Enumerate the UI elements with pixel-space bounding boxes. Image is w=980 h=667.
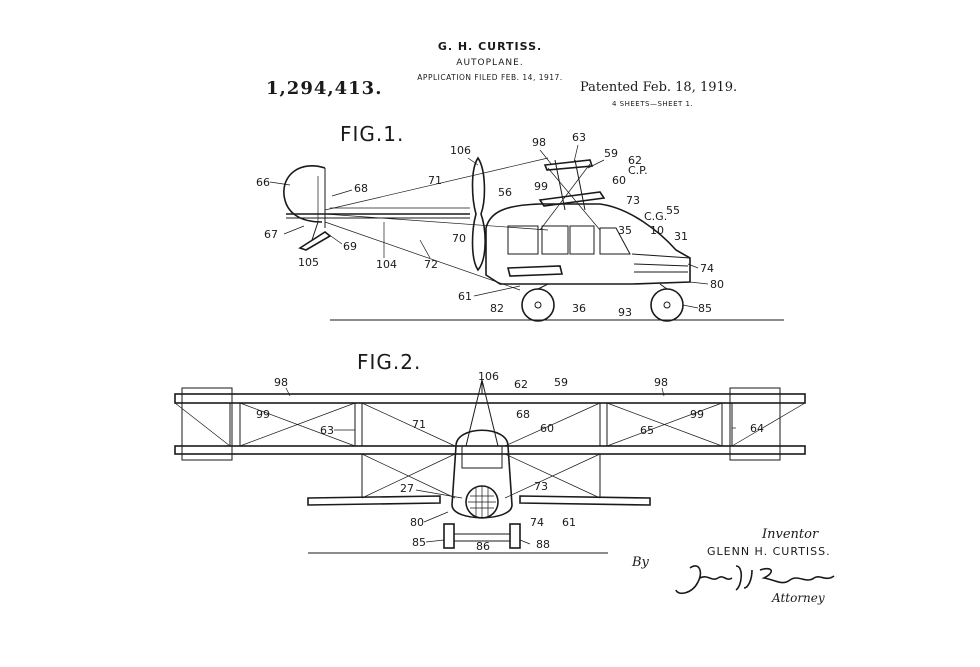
fig1-cabin-body [485,203,691,285]
fig1-ref-59: 59 [604,147,618,160]
fig2-leader-lines [285,387,736,545]
fig2-label: FIG.2. [357,350,422,374]
fig2-ref-99a: 99 [256,408,270,421]
fig1-ref-66: 66 [256,176,270,189]
inventor-name: GLENN H. CURTISS. [707,545,831,558]
fig1-label: FIG.1. [340,122,405,146]
fig1-ref-cg: C.G. [644,210,667,223]
attorney-signature [675,565,835,595]
fig2-right-tip [729,387,781,461]
fig2-ref-61: 61 [562,516,576,529]
fig2-windshield [461,445,503,469]
fig1-side-view [283,156,784,322]
fig1-ref-106: 106 [450,144,471,157]
fig1-ref-35: 35 [618,224,632,237]
fig2-ref-86: 86 [476,540,490,553]
fig2-upper-wing [174,393,806,404]
fig1-ref-72: 72 [424,258,438,271]
fig1-rudder [283,165,326,223]
fig1-ref-98: 98 [532,136,546,149]
fig2-ref-68: 68 [516,408,530,421]
fig1-window-front [507,225,539,255]
fig1-ref-55: 55 [666,204,680,217]
fig2-left-tip [181,387,233,461]
fig2-ref-98b: 98 [654,376,668,389]
fig1-ref-60: 60 [612,174,626,187]
fig1-tail-skid [298,231,332,251]
fig1-ref-63: 63 [572,131,586,144]
fig2-ref-74: 74 [530,516,544,529]
fig1-ref-74: 74 [700,262,714,275]
fig1-door [599,227,631,255]
fig1-ref-82: 82 [490,302,504,315]
fig1-ref-70: 70 [452,232,466,245]
patented-date: Patented Feb. 18, 1919. [580,80,738,95]
fig1-ref-85: 85 [698,302,712,315]
fig1-ref-62: 62 [628,154,642,167]
fig1-leader-lines [269,144,709,309]
fig1-window-rear [569,225,595,255]
fig2-ref-62: 62 [514,378,528,391]
fig1-ref-105: 105 [298,256,319,269]
fig1-propeller [471,156,486,272]
fig2-fuselage [451,429,513,519]
fig2-ref-63: 63 [320,424,334,437]
fig2-ref-85: 85 [412,536,426,549]
fig1-ref-99: 99 [534,180,548,193]
fig2-ref-60: 60 [540,422,554,435]
fig1-ref-31: 31 [674,230,688,243]
sheet-count: 4 SHEETS—SHEET 1. [612,100,694,108]
fig1-ref-10: 10 [650,224,664,237]
fig2-front-view [174,379,806,554]
fig2-ref-98a: 98 [274,376,288,389]
fig1-ref-68: 68 [354,182,368,195]
attorney-label: Attorney [772,591,825,605]
fig1-ref-69: 69 [343,240,357,253]
fig1-ref-56: 56 [498,186,512,199]
fig2-ref-99b: 99 [690,408,704,421]
patent-number: 1,294,413. [266,78,383,99]
fig2-lower-wing-right [519,495,651,506]
fig1-ref-73: 73 [626,194,640,207]
fig1-ref-36: 36 [572,302,586,315]
fig1-ref-104: 104 [376,258,397,271]
fig2-middle-wing [174,445,806,455]
fig1-ref-67: 67 [264,228,278,241]
fig2-ref-27: 27 [400,482,414,495]
fig2-ref-65: 65 [640,424,654,437]
fig2-ref-59: 59 [554,376,568,389]
fig1-reference-labels: 98 63 106 59 62 C.P. 60 66 68 71 56 99 7… [256,131,724,319]
fig1-top-wing [543,159,594,171]
fig2-left-wheel [443,523,455,549]
inventor-label: Inventor [762,527,819,542]
fig2-right-wheel [509,523,521,549]
fig1-hood [631,253,691,273]
fig1-rear-wheel [521,288,555,322]
inventor-header: G. H. CURTISS. [437,40,543,53]
by-label: By [632,555,649,570]
fig2-ref-64: 64 [750,422,764,435]
fig1-window-mid [541,225,569,255]
fig1-lower-wing [506,265,564,277]
fig2-ref-73: 73 [534,480,548,493]
fig2-reference-labels: 106 98 62 59 98 99 68 99 63 71 60 65 64 … [256,370,764,553]
fig1-ref-93: 93 [618,306,632,319]
fig1-front-wheel [650,288,684,322]
fig2-ref-88: 88 [536,538,550,551]
fig1-ref-61: 61 [458,290,472,303]
fig1-ref-71: 71 [428,174,442,187]
filing-date: APPLICATION FILED FEB. 14, 1917. [417,73,563,82]
fig2-lower-wing-left [307,495,441,506]
fig2-ref-106: 106 [478,370,499,383]
fig2-ref-80: 80 [410,516,424,529]
fig1-ref-cp: C.P. [628,164,648,177]
fig2-ref-71: 71 [412,418,426,431]
patent-title: AUTOPLANE. [456,58,524,68]
fig1-ref-80: 80 [710,278,724,291]
